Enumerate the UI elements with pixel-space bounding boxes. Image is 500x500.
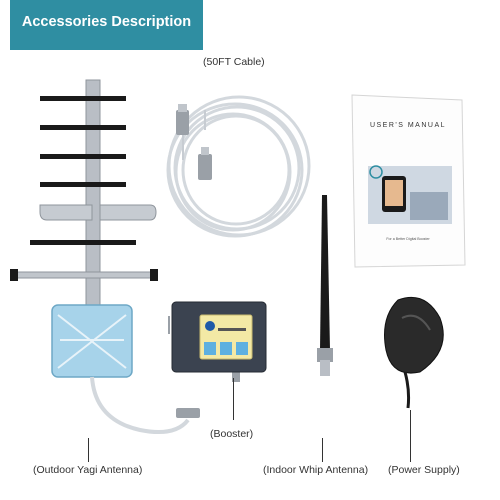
label-yagi: (Outdoor Yagi Antenna) — [33, 464, 143, 476]
label-cable: (50FT Cable) — [203, 56, 265, 68]
user-manual-booklet — [351, 94, 466, 268]
label-booster: (Booster) — [210, 428, 254, 440]
manual-title: USER'S MANUAL — [369, 122, 447, 129]
manual-footer-text: For a Better Digital Booster — [386, 237, 430, 241]
coiled-cable — [166, 95, 311, 238]
cable-connector-bottom — [198, 147, 212, 180]
label-power: (Power Supply) — [388, 464, 460, 476]
header-title: Accessories Description — [21, 14, 192, 30]
power-supply — [384, 296, 444, 409]
leader-line-booster — [233, 378, 234, 420]
booster-device — [168, 301, 267, 382]
whip-antenna — [317, 195, 333, 376]
yagi-antenna — [10, 79, 200, 434]
cable-connector-top — [176, 104, 189, 135]
leader-line-yagi — [88, 438, 89, 462]
label-whip: (Indoor Whip Antenna) — [263, 464, 369, 476]
leader-line-power — [410, 410, 411, 462]
header-banner: Accessories Description — [10, 0, 203, 50]
user-manual: USER'S MANUAL For a Better Digital Boost… — [352, 95, 464, 267]
leader-line-whip — [322, 438, 323, 462]
